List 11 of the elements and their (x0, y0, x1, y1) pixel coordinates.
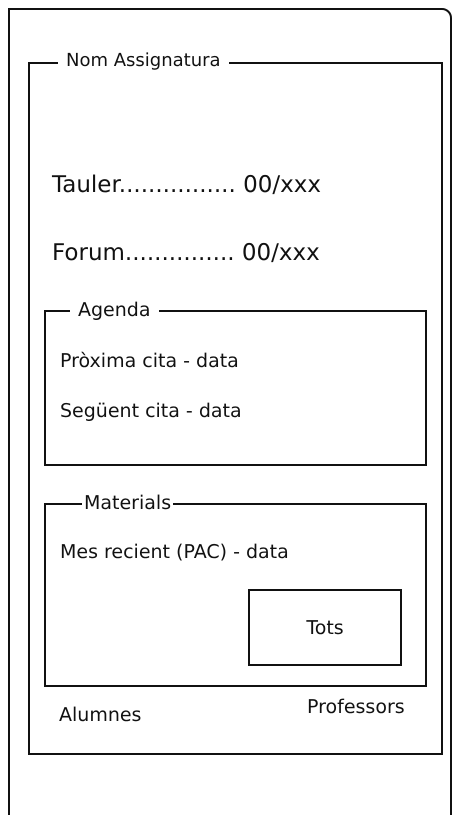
list-item: Mes recient (PAC) - data (60, 543, 289, 562)
panel-heading: Nom Assignatura (58, 52, 229, 70)
button: Tots (248, 589, 402, 666)
forum-counter: Forum............... 00/xxx (52, 242, 320, 265)
panel-heading: Agenda (70, 301, 158, 320)
list-item: Següent cita - data (60, 402, 242, 421)
phone-frame (8, 8, 452, 815)
students-link: Alumnes (59, 706, 142, 725)
list-item: Pròxima cita - data (60, 352, 239, 371)
board-counter: Tauler................ 00/xxx (52, 174, 321, 197)
teachers-link: Professors (307, 698, 405, 717)
